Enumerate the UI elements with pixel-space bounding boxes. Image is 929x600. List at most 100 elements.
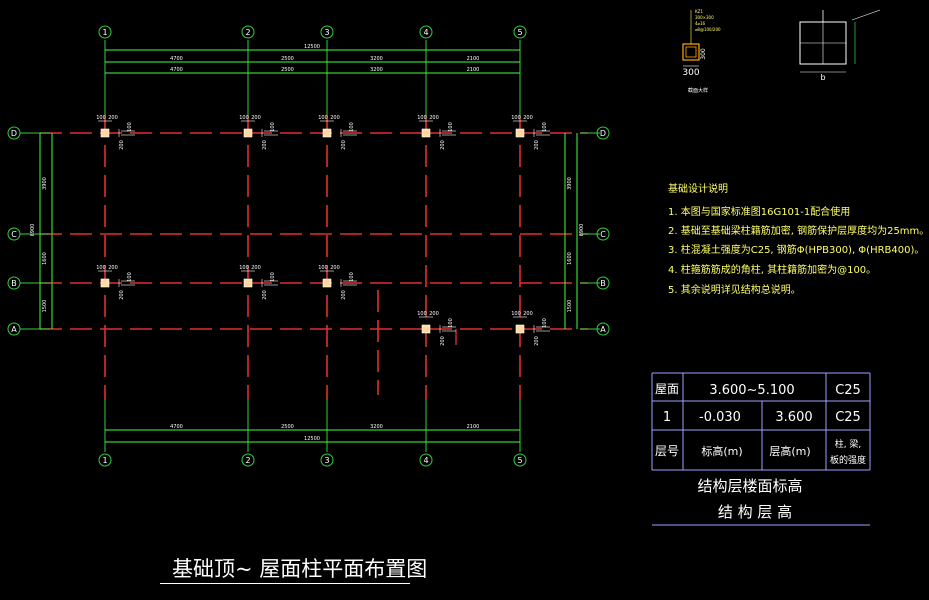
b-detail-label: b xyxy=(820,73,825,82)
axis-bubble-right-0 xyxy=(596,126,610,140)
axis-bubble-right-2 xyxy=(596,276,610,290)
col-dim-off-b-8: 200 xyxy=(429,311,439,317)
col-dim-off-b-3: 200 xyxy=(429,115,439,121)
dim-right-span-2: 1500 xyxy=(567,300,573,313)
col-dim-side2-0: 100 xyxy=(127,122,133,132)
dim-bot-span-0: 4700 xyxy=(170,424,183,430)
axis-bubble-right-3 xyxy=(596,322,610,336)
dim-top-span-2: 3200 xyxy=(370,56,383,62)
axis-label-left-3: A xyxy=(11,325,17,334)
column-1 xyxy=(243,128,253,138)
note-item-1: 1. 本图与国家标准图16G101-1配合使用 xyxy=(668,207,851,218)
axis-bubble-top-1 xyxy=(98,25,112,39)
dim-bot-span-3: 2100 xyxy=(467,424,480,430)
dim-top-span-3: 2100 xyxy=(467,56,480,62)
col-dim-side2-8: 100 xyxy=(448,318,454,328)
column-2 xyxy=(322,128,332,138)
title-underline xyxy=(160,583,410,584)
b-detail-leader xyxy=(851,9,881,21)
col-dim-side-7: 200 xyxy=(341,290,347,300)
col-dim-side2-2: 100 xyxy=(349,122,355,132)
column-8 xyxy=(421,324,431,334)
section-callout-1: 300×300 xyxy=(695,15,714,20)
col-dim-side-9: 200 xyxy=(534,336,540,346)
dim-top-total: 12500 xyxy=(304,44,320,50)
dim-top-span2-0: 4700 xyxy=(170,67,183,73)
axis-bubble-top-3 xyxy=(320,25,334,39)
col-dim-side-0: 200 xyxy=(119,140,125,150)
axis-bubble-left-2 xyxy=(7,276,21,290)
axis-bubble-bot-1 xyxy=(98,453,112,467)
col-dim-off-b-9: 200 xyxy=(523,311,533,317)
col-dim-side2-4: 100 xyxy=(542,122,548,132)
column-4 xyxy=(515,128,525,138)
col-dim-off-a-9: 100 xyxy=(511,311,521,317)
axis-label-top-1: 1 xyxy=(102,28,107,37)
section-label: 截面大样 xyxy=(688,87,708,94)
section-callout-2: 4⌀16 xyxy=(695,21,705,26)
column-3 xyxy=(421,128,431,138)
col-dim-side-2: 200 xyxy=(341,140,347,150)
col-dim-off-a-4: 100 xyxy=(511,115,521,121)
dim-right-total: 6900 xyxy=(579,224,585,237)
dim-left-span-2: 1500 xyxy=(42,300,48,313)
axis-label-left-2: B xyxy=(11,279,17,288)
axis-label-bot-3: 3 xyxy=(324,456,329,465)
table-r3-c2: 标高(m) xyxy=(701,444,742,458)
axis-label-top-2: 2 xyxy=(245,28,250,37)
col-dim-off-a-2: 100 xyxy=(318,115,328,121)
table-r3-c1: 层号 xyxy=(655,444,679,458)
column-7 xyxy=(322,278,332,288)
table-r1-c1: 屋面 xyxy=(655,382,679,396)
col-dim-side-1: 200 xyxy=(262,140,268,150)
dim-top-span2-3: 2100 xyxy=(467,67,480,73)
axis-label-left-1: C xyxy=(11,230,17,239)
axis-bubble-bot-5 xyxy=(513,453,527,467)
notes-heading: 基础设计说明 xyxy=(668,184,728,195)
col-dim-off-b-5: 200 xyxy=(108,265,118,271)
col-dim-side2-1: 100 xyxy=(270,122,276,132)
axis-label-right-3: A xyxy=(600,325,606,334)
col-dim-side-6: 200 xyxy=(262,290,268,300)
dim-left-total: 6900 xyxy=(30,224,36,237)
axis-label-right-1: C xyxy=(600,230,606,239)
floor-plan-drawing: 1250047004700250025003200320021002100125… xyxy=(7,9,881,526)
column-9 xyxy=(515,324,525,334)
table-r3-c4-b: 板的强度 xyxy=(830,454,866,466)
dim-right-span-0: 3900 xyxy=(567,177,573,190)
section-callout-3: ⌀8@100/200 xyxy=(695,27,721,32)
axis-bubble-right-1 xyxy=(596,227,610,241)
dim-left-span-1: 1600 xyxy=(42,252,48,265)
table-r2-c2: -0.030 xyxy=(699,410,741,425)
dim-top-span2-1: 2500 xyxy=(281,67,294,73)
section-width-label: 300 xyxy=(682,68,699,78)
col-dim-side2-6: 100 xyxy=(270,272,276,282)
table-r2-c1: 1 xyxy=(663,410,671,425)
axis-bubble-left-3 xyxy=(7,322,21,336)
axis-bubble-top-4 xyxy=(419,25,433,39)
section-callout-0: KZ1 xyxy=(695,9,703,14)
axis-label-right-0: D xyxy=(600,129,606,138)
col-dim-side-3: 200 xyxy=(440,140,446,150)
col-dim-side2-9: 100 xyxy=(542,318,548,328)
note-item-5: 5. 其余说明详见结构总说明。 xyxy=(668,285,801,296)
col-dim-off-a-5: 100 xyxy=(96,265,106,271)
table-r1-c4: C25 xyxy=(835,383,861,398)
section-inner xyxy=(685,46,697,58)
col-dim-off-b-6: 200 xyxy=(251,265,261,271)
axis-bubble-left-0 xyxy=(7,126,21,140)
axis-label-bot-4: 4 xyxy=(423,456,428,465)
note-item-4: 4. 柱箍筋筋成的角柱, 其柱籍筋加密为@100。 xyxy=(668,265,877,276)
col-dim-off-b-4: 200 xyxy=(523,115,533,121)
table-r2-c3: 3.600 xyxy=(775,410,812,425)
section-box xyxy=(682,43,700,61)
col-dim-side-8: 200 xyxy=(440,336,446,346)
axis-label-top-3: 3 xyxy=(324,28,329,37)
drawing-title: 基础顶~ 屋面柱平面布置图 xyxy=(172,557,428,581)
column-6 xyxy=(243,278,253,288)
column-0 xyxy=(100,128,110,138)
col-dim-off-a-3: 100 xyxy=(417,115,427,121)
axis-bubble-bot-2 xyxy=(241,453,255,467)
dim-bot-span-1: 2500 xyxy=(281,424,294,430)
axis-label-bot-1: 1 xyxy=(102,456,107,465)
